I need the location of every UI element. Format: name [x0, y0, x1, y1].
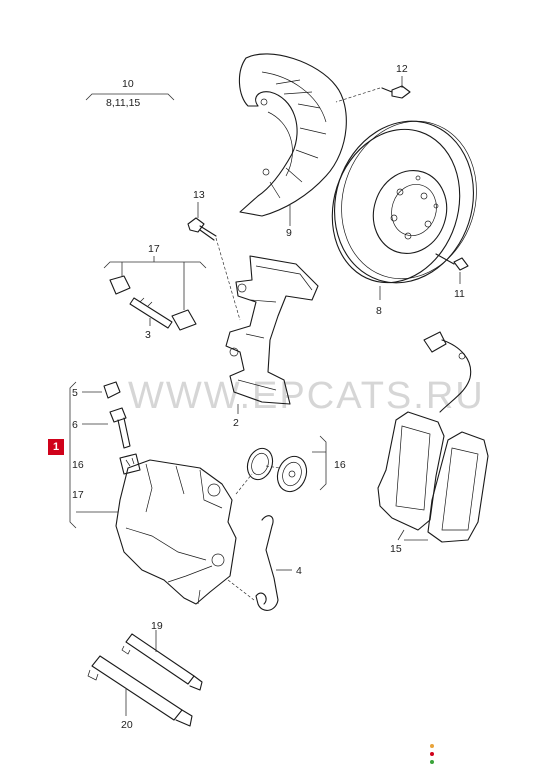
label-2[interactable]: 2: [233, 417, 239, 429]
brake-disc-part-8[interactable]: [313, 103, 497, 301]
label-17-upper[interactable]: 17: [148, 243, 160, 255]
label-11[interactable]: 11: [454, 288, 465, 300]
label-12[interactable]: 12: [396, 63, 408, 75]
lead-13-dash: [215, 237, 241, 321]
screw-part-11[interactable]: [435, 253, 469, 271]
brake-caliper[interactable]: [115, 453, 237, 605]
retaining-spring-part-4[interactable]: [255, 515, 279, 611]
brake-carrier-part-2[interactable]: [225, 255, 319, 405]
label-20[interactable]: 20: [121, 719, 133, 731]
label-3[interactable]: 3: [145, 329, 151, 341]
label-13[interactable]: 13: [193, 189, 205, 201]
brake-pad-inner[interactable]: [377, 411, 445, 531]
bolt-part-13[interactable]: [187, 217, 217, 241]
label-4[interactable]: 4: [296, 565, 302, 577]
label-6[interactable]: 6: [72, 419, 78, 431]
position-marker-badge[interactable]: 1: [48, 439, 64, 455]
splash-shield-part-9[interactable]: [238, 53, 347, 217]
grease-tube-part-19[interactable]: [121, 633, 203, 691]
dust-cap-part-5[interactable]: [103, 381, 121, 399]
lead-12-dash: [335, 87, 381, 103]
label-15[interactable]: 15: [390, 543, 402, 555]
label-17-lower[interactable]: 17: [72, 489, 84, 501]
indicator-dot-green: [430, 760, 434, 764]
guide-bolt-part-3[interactable]: [129, 297, 173, 329]
bracket-16-right: [312, 435, 327, 491]
label-10-sub: 8,11,15: [106, 97, 140, 109]
label-8[interactable]: 8: [376, 305, 382, 317]
label-10[interactable]: 10: [122, 78, 134, 90]
lead-4-dash: [227, 579, 255, 601]
label-5[interactable]: 5: [72, 387, 78, 399]
bleeder-valve-part-6[interactable]: [109, 407, 131, 449]
indicator-dot-orange: [430, 744, 434, 748]
label-9[interactable]: 9: [286, 227, 292, 239]
bracket-17-upper: [103, 256, 207, 310]
protective-cap-part-17-b[interactable]: [171, 309, 197, 331]
label-16-left[interactable]: 16: [72, 459, 84, 471]
label-19[interactable]: 19: [151, 620, 163, 632]
bracket-10: [85, 93, 175, 101]
lead-15: [397, 529, 428, 541]
bolt-part-12[interactable]: [381, 85, 411, 99]
brake-pad-outer[interactable]: [427, 431, 489, 543]
seal-ring-part-16[interactable]: [243, 445, 276, 483]
wear-sensor-part-15[interactable]: [423, 331, 472, 413]
piston-part-16[interactable]: [273, 452, 312, 495]
lead-16-dash: [235, 465, 281, 495]
indicator-dot-red: [430, 752, 434, 756]
grease-tube-part-20[interactable]: [87, 655, 193, 727]
watermark: WWW.EPCATS.RU: [128, 375, 485, 417]
label-16-right[interactable]: 16: [334, 459, 346, 471]
protective-cap-part-17-a[interactable]: [109, 275, 131, 295]
bracket-left: [69, 381, 77, 529]
